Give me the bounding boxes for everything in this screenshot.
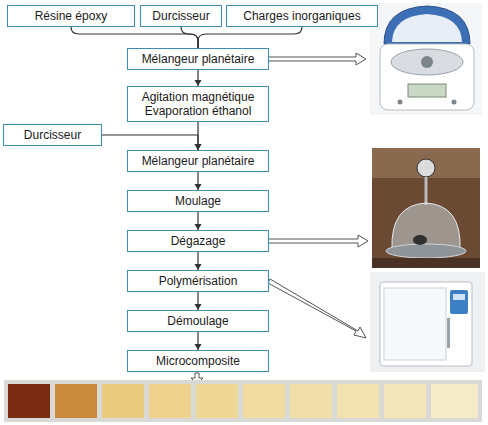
flow-arrow: [102, 135, 202, 150]
process-box: Résine époxy: [7, 5, 135, 27]
process-box: Charges inorganiques: [226, 5, 378, 27]
box-label: Mélangeur planétaire: [132, 52, 264, 66]
box-label: Dégazage: [132, 234, 264, 248]
process-box: Polymérisation: [127, 270, 269, 292]
box-label: Démoulage: [132, 314, 264, 328]
box-label: Durcisseur: [8, 128, 97, 142]
mixer-photo: [370, 3, 482, 115]
process-box: Durcisseur: [3, 124, 102, 146]
connector-line: [71, 27, 198, 48]
connector-line: [102, 135, 198, 150]
process-box: Mélangeur planétaire: [127, 150, 269, 172]
process-box: Dégazage: [127, 230, 269, 252]
box-label: Moulage: [132, 194, 264, 208]
box-label: Mélangeur planétaire: [132, 154, 264, 168]
box-label: Evaporation éthanol: [132, 104, 264, 118]
flow-arrow: [71, 27, 198, 48]
flow-arrow: [181, 27, 198, 48]
connector-line: [198, 27, 302, 48]
oven-photo: [370, 272, 485, 372]
flow-arrow: [195, 172, 202, 190]
process-box: Moulage: [127, 190, 269, 212]
flow-arrow: [195, 252, 202, 270]
degassing-photo: [372, 148, 480, 268]
process-box: Agitation magnétiqueEvaporation éthanol: [127, 86, 269, 122]
box-label: Charges inorganiques: [231, 9, 373, 23]
box-label: Résine époxy: [12, 9, 130, 23]
flow-arrow: [195, 212, 202, 230]
box-label: Agitation magnétique: [132, 90, 264, 104]
sample-strip: [4, 380, 482, 422]
box-label: Microcomposite: [132, 354, 264, 368]
flow-arrow: [195, 332, 202, 350]
flow-arrow: [198, 27, 302, 48]
process-box: Mélangeur planétaire: [127, 48, 269, 70]
process-box: Démoulage: [127, 310, 269, 332]
box-label: Durcisseur: [145, 9, 217, 23]
connector-line: [181, 27, 198, 48]
box-label: Polymérisation: [132, 274, 264, 288]
process-box: Durcisseur: [140, 5, 222, 27]
flow-arrow: [195, 292, 202, 310]
flow-arrow: [195, 70, 202, 86]
process-box: Microcomposite: [127, 350, 269, 372]
